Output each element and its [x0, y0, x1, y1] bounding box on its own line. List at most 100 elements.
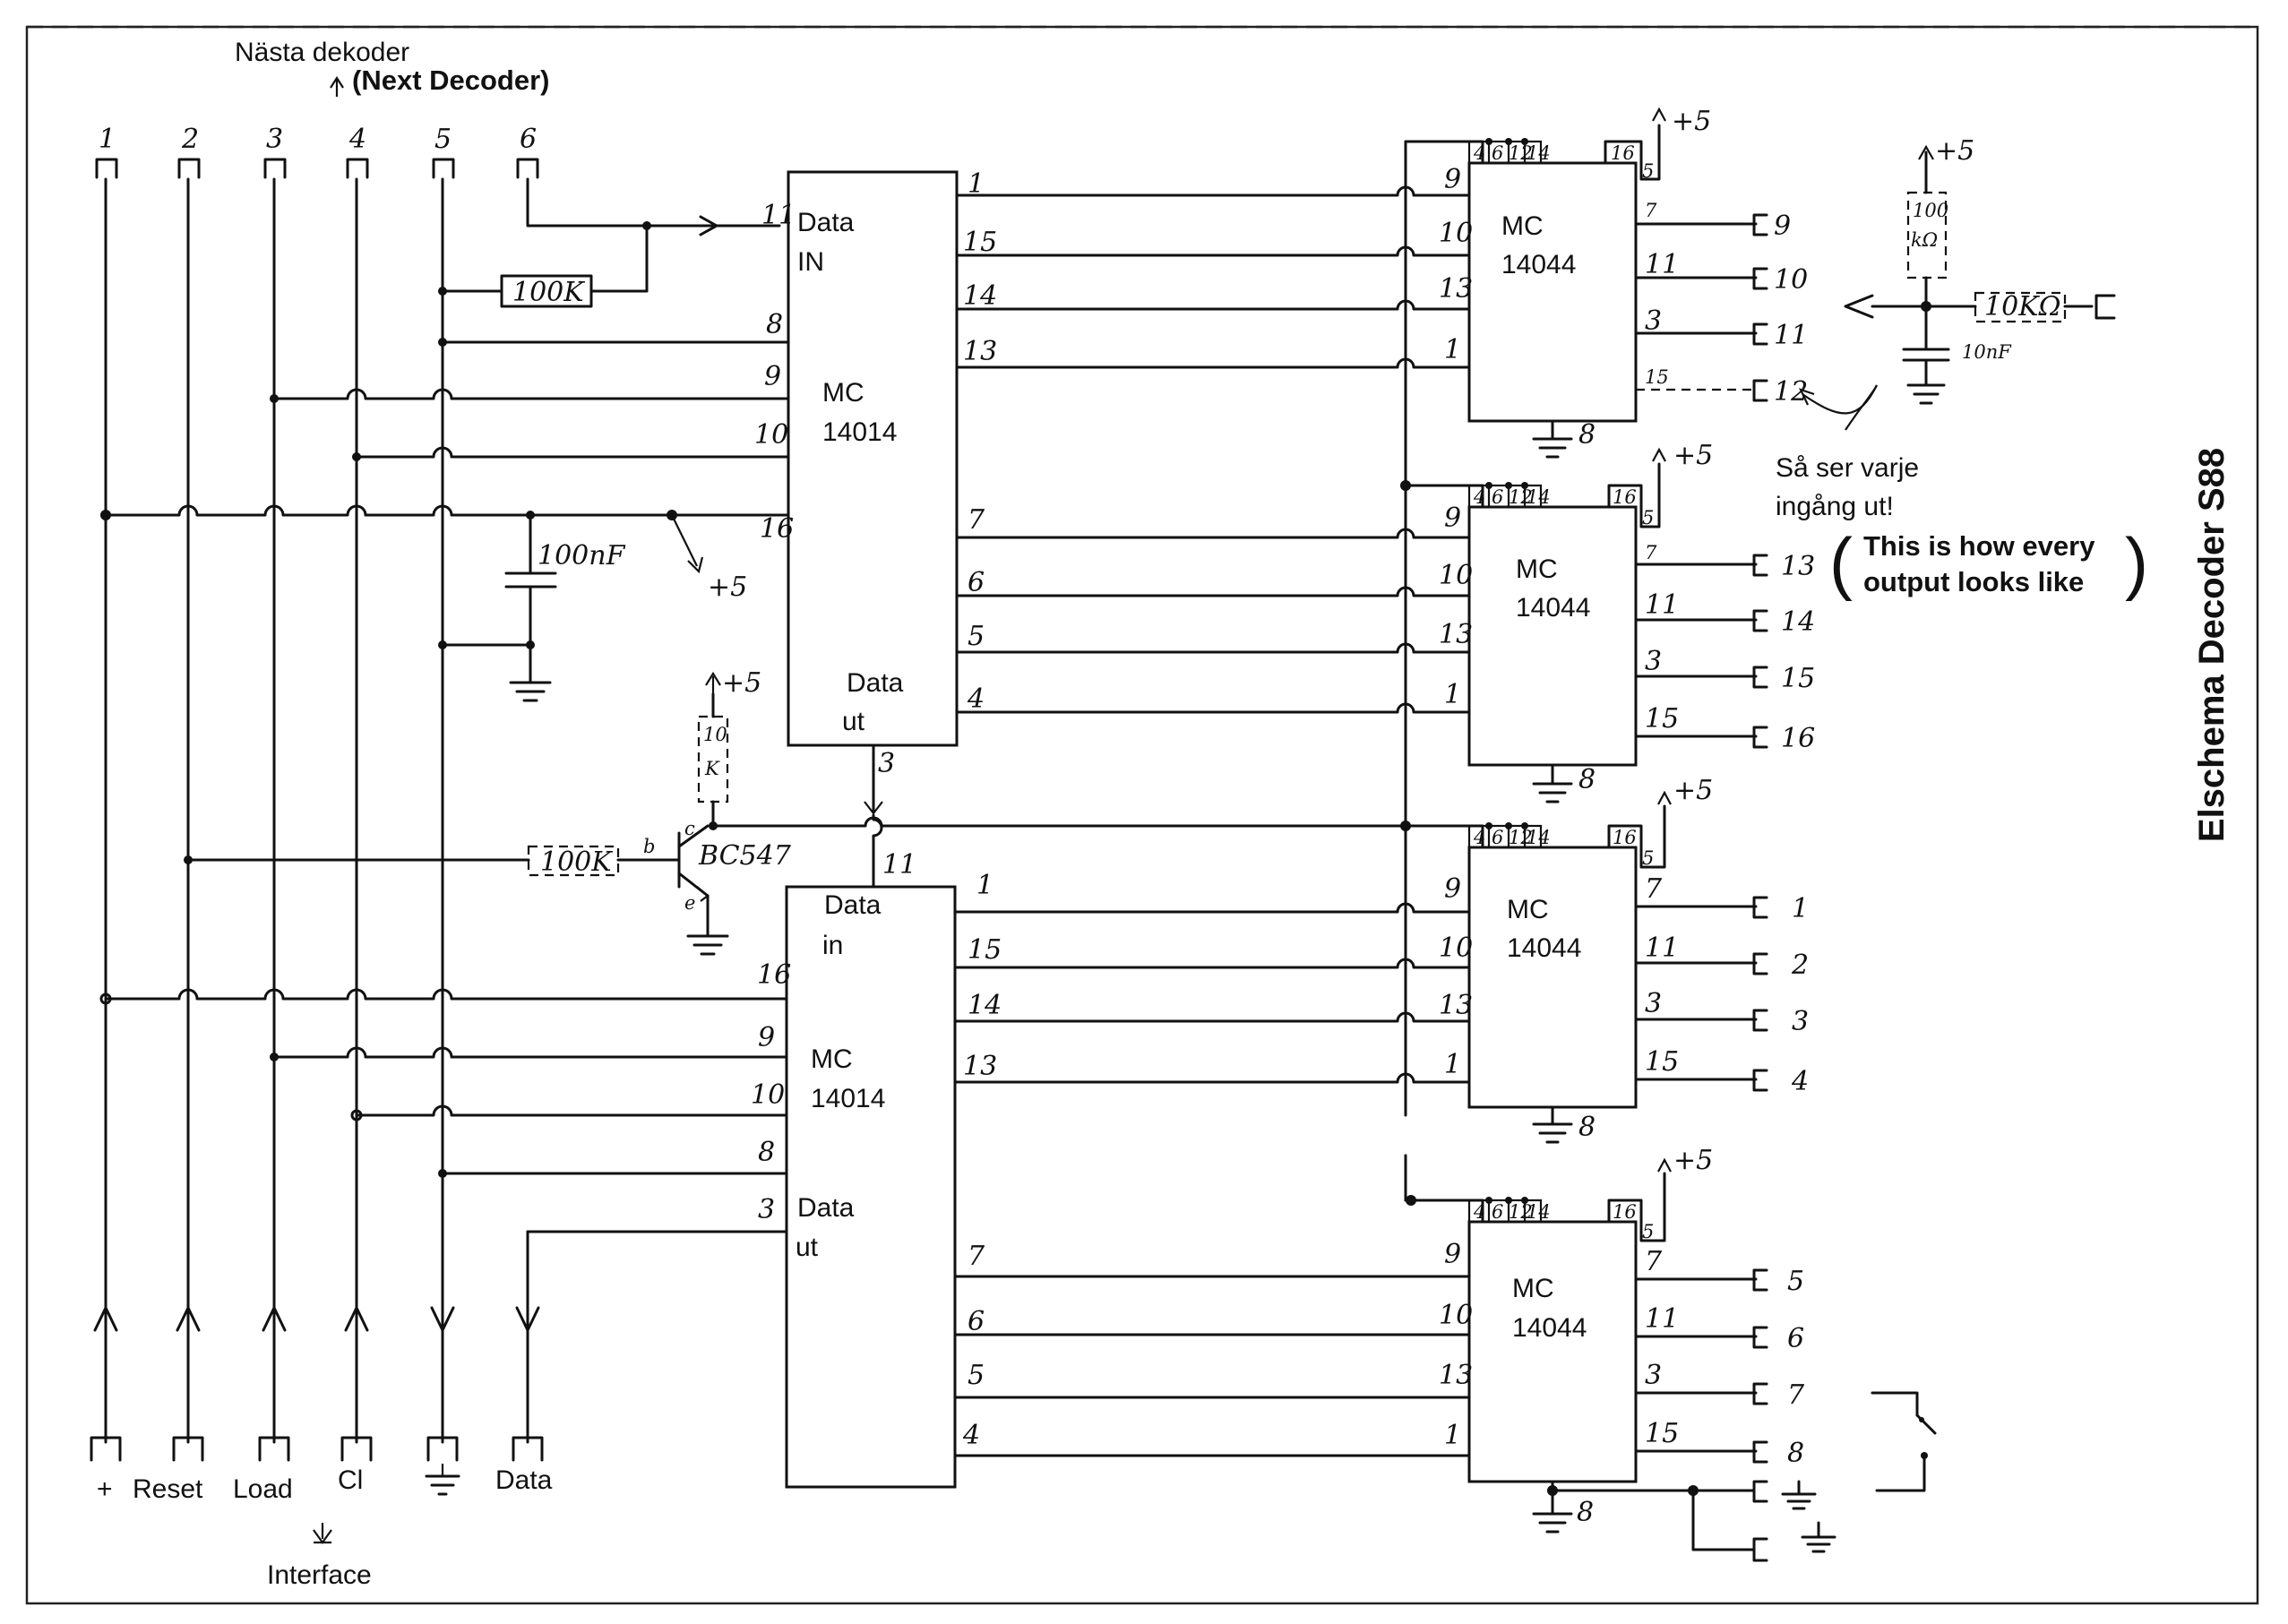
svg-text:15: 15	[1645, 703, 1679, 735]
shift-register-upper: Data IN MC 14014 Data ut 11 8 9 10 16 1 …	[754, 168, 997, 779]
svg-text:Data: Data	[797, 1193, 855, 1223]
svg-text:15: 15	[963, 227, 997, 258]
svg-text:14014: 14014	[822, 417, 897, 447]
svg-text:3: 3	[1645, 646, 1662, 677]
svg-text:Data: Data	[495, 1465, 553, 1495]
svg-text:14: 14	[1527, 142, 1551, 164]
svg-text:8: 8	[1577, 1497, 1594, 1528]
svg-text:e: e	[684, 892, 695, 914]
latch-2: 4 6 12 14 16 +5 5 MC 14044 9 10 13 1 7 1…	[1400, 440, 1815, 803]
svg-text:6: 6	[1492, 827, 1503, 848]
svg-text:Nästa dekoder: Nästa dekoder	[235, 38, 409, 67]
svg-text:16: 16	[760, 513, 794, 545]
svg-text:Data: Data	[847, 668, 904, 698]
svg-text:This is how every: This is how every	[1863, 530, 2095, 562]
svg-text:7: 7	[1645, 1246, 1663, 1277]
svg-text:13: 13	[1439, 619, 1473, 650]
svg-text:14: 14	[968, 990, 1002, 1021]
svg-text:MC: MC	[822, 378, 864, 408]
svg-text:5: 5	[1642, 160, 1654, 182]
diagram-frame	[25, 25, 2259, 1605]
svg-text:11: 11	[1645, 589, 1679, 621]
svg-text:14014: 14014	[811, 1084, 885, 1113]
svg-text:4: 4	[962, 1420, 980, 1451]
svg-text:Load: Load	[233, 1474, 293, 1504]
svg-text:output looks like: output looks like	[1863, 566, 2084, 597]
svg-text:8: 8	[1787, 1438, 1804, 1469]
svg-text:6: 6	[968, 1306, 985, 1337]
svg-text:Data: Data	[824, 890, 882, 920]
svg-text:12: 12	[1774, 376, 1808, 408]
svg-text:7: 7	[968, 504, 985, 536]
svg-text:MC: MC	[1516, 554, 1558, 584]
svg-text:): )	[2125, 523, 2148, 602]
resistor-10k-label: 10	[703, 724, 727, 745]
bus-top-numbers: 1 2 3 4 5 6	[99, 124, 537, 155]
svg-text:12: 12	[1509, 486, 1533, 508]
svg-text:11: 11	[882, 849, 916, 881]
svg-text:1: 1	[1444, 1049, 1461, 1080]
next-decoder-label: Nästa dekoder (Next Decoder)	[235, 38, 550, 97]
svg-text:11: 11	[1774, 320, 1808, 351]
svg-text:12: 12	[1509, 827, 1533, 848]
svg-text:16: 16	[1613, 486, 1637, 508]
svg-text:11: 11	[1645, 249, 1679, 280]
svg-text:4: 4	[1473, 142, 1485, 164]
svg-text:8: 8	[758, 1137, 775, 1168]
svg-text:8: 8	[1578, 764, 1596, 795]
svg-text:+5: +5	[1673, 775, 1713, 806]
svg-text:in: in	[822, 931, 843, 960]
capacitor-100nf-label: 100nF	[538, 540, 626, 571]
latch-4: 4 6 12 14 16 +5 5 MC 14044 9 10 13 1 7 1…	[1404, 1145, 1937, 1562]
svg-text:6: 6	[1492, 486, 1503, 508]
svg-text:14: 14	[963, 280, 997, 312]
svg-text:MC: MC	[811, 1044, 853, 1074]
svg-text:16: 16	[757, 959, 791, 991]
svg-text:2: 2	[181, 124, 199, 155]
svg-text:16: 16	[1611, 142, 1635, 164]
svg-text:8: 8	[1578, 1112, 1596, 1143]
svg-text:MC: MC	[1512, 1274, 1554, 1303]
svg-text:5: 5	[1642, 1221, 1654, 1242]
svg-text:(: (	[1829, 523, 1853, 602]
svg-text:9: 9	[1444, 1239, 1461, 1270]
svg-text:13: 13	[963, 336, 997, 367]
svg-text:+5: +5	[1935, 135, 1974, 167]
svg-text:Reset: Reset	[133, 1474, 203, 1504]
svg-text:1: 1	[1444, 334, 1461, 365]
svg-text:12: 12	[1509, 1201, 1533, 1223]
svg-text:6: 6	[968, 567, 985, 598]
svg-text:5: 5	[1642, 507, 1654, 528]
svg-text:3: 3	[1645, 1360, 1662, 1391]
svg-text:1: 1	[1444, 1420, 1461, 1451]
diagram-title: Elschema Decoder S88	[2192, 448, 2232, 842]
svg-text:16: 16	[1613, 827, 1637, 848]
svg-text:7: 7	[1645, 542, 1657, 563]
svg-text:14: 14	[1527, 1201, 1551, 1223]
svg-text:14044: 14044	[1512, 1313, 1587, 1343]
latch-1: 4 6 12 14 16 +5 5 MC 14044 9 10 13 1 7 1…	[1404, 106, 1808, 459]
svg-text:16: 16	[1613, 1201, 1637, 1223]
svg-text:Cl: Cl	[338, 1465, 363, 1495]
svg-text:4: 4	[348, 124, 366, 155]
svg-text:11: 11	[1645, 1303, 1679, 1335]
svg-text:14: 14	[1781, 606, 1815, 638]
svg-text:13: 13	[1439, 273, 1473, 305]
input-detail-inset: +5 100 kΩ 10KΩ 10nF Så ser varje ingång …	[1776, 135, 2148, 602]
svg-text:9: 9	[764, 361, 781, 392]
svg-text:ut: ut	[796, 1233, 819, 1262]
svg-text:3: 3	[1645, 305, 1662, 337]
svg-text:9: 9	[758, 1022, 775, 1053]
svg-text:3: 3	[266, 124, 283, 155]
svg-text:15: 15	[1645, 1046, 1679, 1078]
svg-text:14: 14	[1527, 827, 1551, 848]
svg-text:1: 1	[99, 124, 116, 155]
svg-text:Data: Data	[797, 208, 855, 237]
svg-text:+5: +5	[1673, 440, 1713, 471]
svg-text:10: 10	[1439, 932, 1473, 964]
svg-text:Så ser varje: Så ser varje	[1776, 453, 1919, 483]
control-wiring: 100K +5 100nF	[99, 177, 1413, 1238]
svg-text:1: 1	[1444, 679, 1461, 710]
svg-text:4: 4	[1473, 827, 1485, 848]
svg-text:10: 10	[1439, 218, 1473, 249]
